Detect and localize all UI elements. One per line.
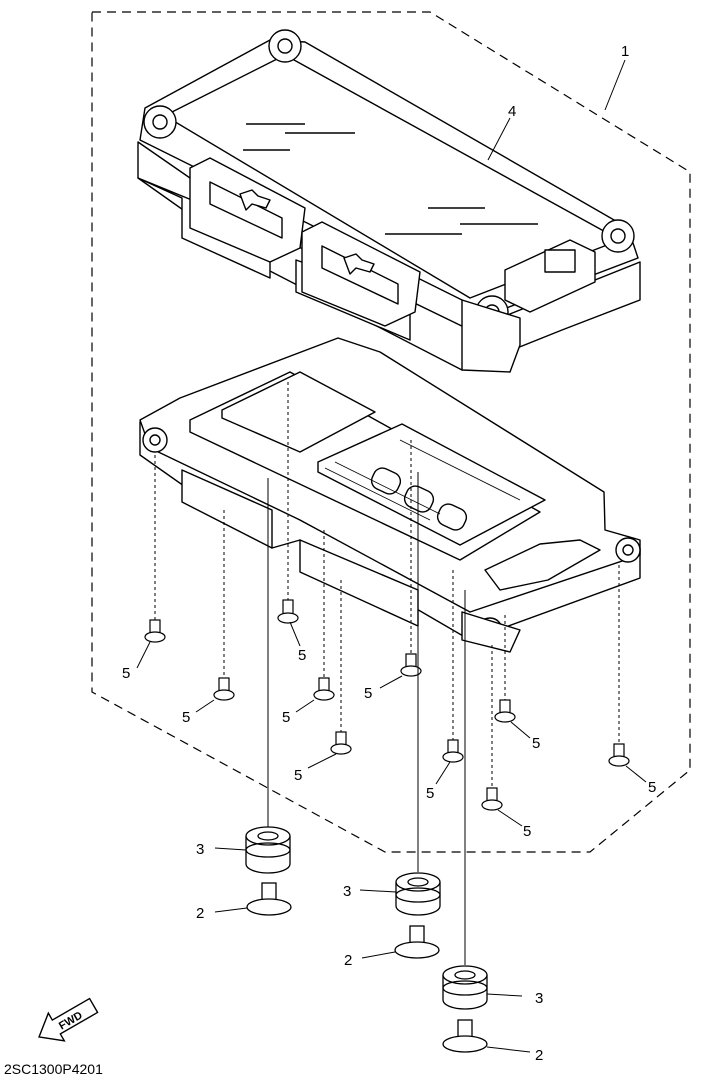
callout-4: 4 (508, 103, 516, 120)
callout-5-e: 5 (364, 685, 372, 702)
grommets-part-3 (245, 826, 488, 1010)
meter-cover (137, 29, 641, 373)
meter-body (139, 337, 641, 653)
callout-5-i: 5 (523, 823, 531, 840)
bolt-b (394, 925, 440, 959)
screw-5a (144, 619, 166, 643)
callout-2-c: 2 (535, 1047, 543, 1064)
callout-5-g: 5 (532, 735, 540, 752)
callout-3-a: 3 (196, 841, 204, 858)
callout-3-b: 3 (343, 883, 351, 900)
grommet-c (442, 965, 488, 1010)
callout-5-d: 5 (282, 709, 290, 726)
bolts-part-2 (246, 882, 488, 1053)
fwd-arrow-icon: FWD (38, 997, 99, 1042)
screws-part-5 (144, 599, 630, 811)
screw-5i (481, 787, 503, 811)
drawing-code: 2SC1300P4201 (4, 1061, 103, 1077)
callout-2-b: 2 (344, 952, 352, 969)
screw-5c (213, 677, 235, 701)
leader-lines (136, 59, 647, 1053)
screw-5b (277, 599, 299, 624)
callout-2-a: 2 (196, 905, 204, 922)
bolt-c (442, 1019, 488, 1053)
screw-5h (442, 739, 464, 763)
alignment-lines (154, 382, 620, 965)
assembly-boundary (91, 11, 691, 853)
screw-5e (400, 653, 422, 677)
callout-5-j: 5 (648, 779, 656, 796)
screw-5g (494, 699, 516, 723)
grommet-a (245, 826, 291, 874)
screw-5d (313, 677, 335, 701)
screw-5j (608, 743, 630, 767)
callout-3-c: 3 (535, 990, 543, 1007)
grommet-b (395, 872, 441, 916)
callout-5-h: 5 (426, 785, 434, 802)
callout-1: 1 (621, 43, 629, 60)
screw-5f (330, 731, 352, 755)
callout-5-f: 5 (294, 767, 302, 784)
callout-5-b: 5 (298, 647, 306, 664)
bolt-a (246, 882, 292, 916)
fwd-label: FWD (57, 1009, 85, 1032)
callout-5-c: 5 (182, 709, 190, 726)
callout-5-a: 5 (122, 665, 130, 682)
